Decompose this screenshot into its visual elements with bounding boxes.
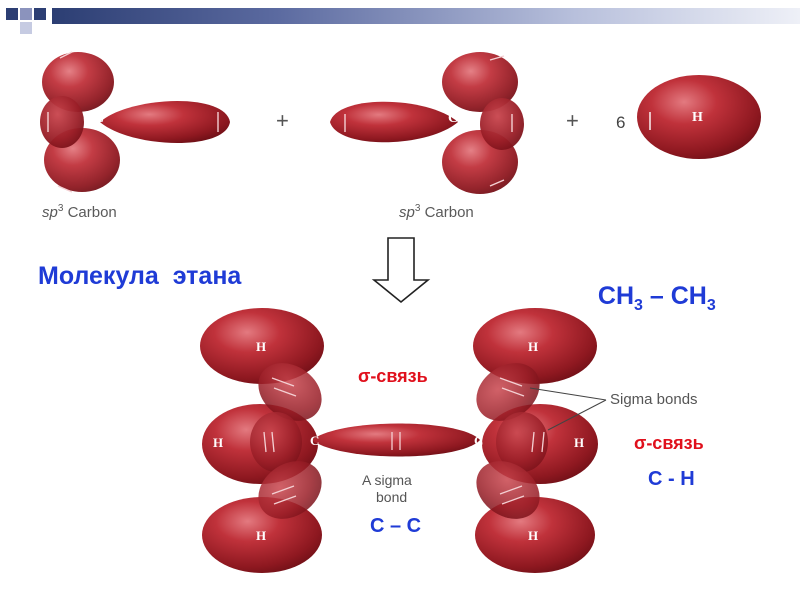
orbital-lobe (100, 100, 230, 144)
orbital-sphere (637, 75, 761, 159)
spin-arrow (59, 51, 73, 59)
caption-word: Carbon (420, 204, 474, 221)
hydrogen-orbital (637, 75, 761, 159)
plus-sign: + (566, 108, 579, 133)
spin-arrow (541, 431, 545, 453)
molecule-title: Молекула этана (38, 262, 242, 290)
sp3-carbon-right (330, 52, 524, 194)
sigma-bonds-label: Sigma bonds (610, 391, 698, 408)
spin-arrow (501, 387, 525, 397)
sigma-bonds-pointer (529, 387, 607, 401)
spin-arrow (273, 387, 297, 397)
decor-square (20, 22, 32, 34)
c-h-overlap (250, 412, 302, 472)
formula-subscript: 3 (634, 297, 643, 314)
ch-bond-label: С - Н (648, 468, 695, 490)
caption-sp3-carbon: sp3 Carbon (42, 203, 117, 221)
orbital-lobe (480, 98, 524, 150)
spin-arrow (271, 431, 275, 453)
spin-arrow (489, 179, 505, 187)
caption-superscript: 3 (57, 203, 64, 214)
c-h-overlap (476, 461, 540, 519)
caption-hybrid: sp (399, 204, 415, 221)
sigma-bond-ch-ru: σ-связь (634, 433, 704, 453)
orbital-lobe (330, 101, 458, 143)
ethane-formula: CH3 – CH3 (584, 253, 716, 315)
atom-label-h: H (692, 110, 703, 125)
formula-subscript: 3 (706, 297, 716, 314)
spin-arrow (501, 495, 525, 505)
atom-label-c: C (94, 111, 105, 126)
title-bar-gradient (52, 8, 800, 24)
formula-dash: – (642, 282, 671, 310)
spin-arrow (57, 185, 73, 193)
atom-label-h: H (528, 528, 539, 543)
caption-superscript: 3 (414, 203, 421, 214)
atom-label-h: H (528, 339, 539, 354)
caption-word: Carbon (63, 204, 117, 221)
sp3-carbon-left (40, 51, 230, 193)
c-h-overlap (258, 363, 322, 421)
formula-group: CH (670, 282, 707, 310)
decor-square (6, 8, 18, 20)
spin-arrow (499, 485, 523, 495)
sigma-bond-cc-ru: σ-связь (358, 366, 428, 386)
atom-label-h: H (213, 435, 224, 450)
reaction-arrow-icon (371, 237, 431, 304)
atom-label-h: H (256, 339, 267, 354)
caption-sp3-carbon: sp3 Carbon (399, 203, 474, 221)
atom-label-c: C (448, 111, 459, 126)
sigma-bonds-pointer (547, 399, 607, 431)
atom-label-c: C (310, 433, 320, 448)
spin-arrow (499, 377, 523, 387)
slide-title-bar (0, 0, 800, 40)
ethane-molecule (200, 308, 607, 573)
c-c-sigma-bond (312, 423, 480, 457)
decor-square (34, 8, 46, 20)
orbital-lobe (442, 52, 518, 112)
a-sigma-bond-label: A sigma (362, 472, 412, 488)
c-h-overlap (476, 363, 540, 421)
formula-group: CH (597, 282, 635, 310)
h-orbital (473, 308, 597, 384)
hydrogen-count: 6 (616, 113, 626, 132)
caption-hybrid: sp (42, 204, 58, 221)
decor-square (20, 8, 32, 20)
spin-arrow (271, 485, 295, 495)
atom-label-c: C (474, 433, 484, 448)
a-sigma-bond-label: bond (376, 489, 408, 505)
spin-arrow (531, 431, 535, 453)
spin-arrow (263, 431, 267, 453)
orbital-lobe (40, 96, 84, 148)
c-h-overlap (496, 412, 548, 472)
spin-arrow (273, 495, 297, 505)
cc-bond-label: С – С (370, 515, 422, 537)
atom-label-h: H (574, 435, 585, 450)
spin-arrow (271, 377, 295, 387)
spin-arrow (489, 55, 505, 61)
plus-sign: + (276, 108, 289, 133)
atom-label-h: H (256, 528, 267, 543)
